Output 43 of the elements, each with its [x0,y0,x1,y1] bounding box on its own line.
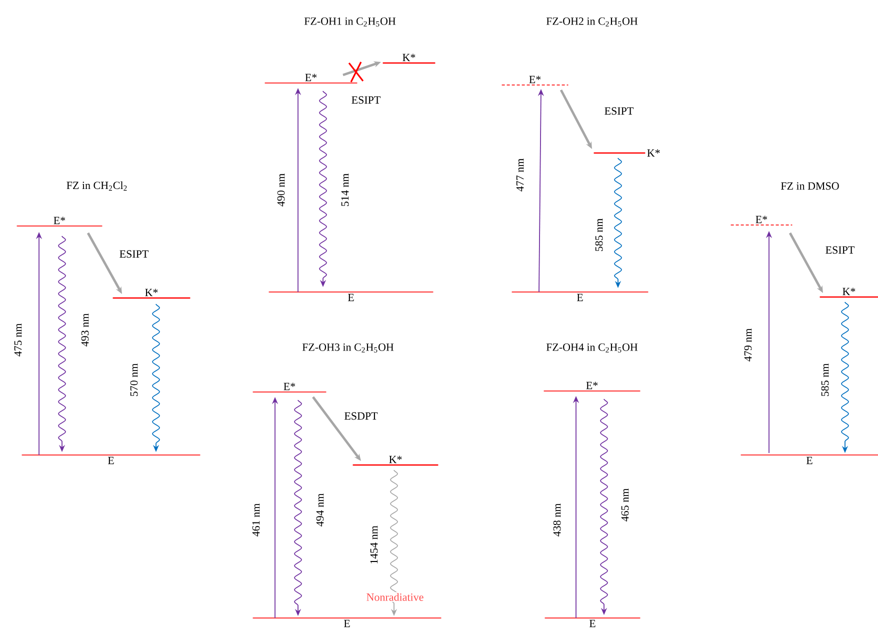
edge-label: 490 nm [276,172,286,208]
panel-title: FZ in CH$_{2}$Cl$_{2}$ [66,181,127,191]
panel-title: FZ-OH1 in C$_{2}$H$_{5}$OH [304,18,396,26]
edge-label: 570 nm [129,362,139,398]
energy-level: K* [352,456,438,466]
edge-label: 479 nm [743,327,753,363]
edge-label: 465 nm [620,487,630,523]
energy-level: E* [544,382,640,392]
edge-label: 477 nm [515,157,525,193]
energy-level: E [544,617,640,628]
energy-level: K* [112,288,190,299]
edge-label: ESIPT [118,249,150,259]
energy-level: E* [502,76,568,86]
energy-level: K* [820,288,878,298]
panel-title: FZ in DMSO [780,182,839,190]
edge-label: 461 nm [251,502,261,538]
note-label: Nonradiative [365,592,425,602]
edge-label: ESIPT [824,245,856,255]
energy-level: E [512,291,648,302]
energy-level: E* [16,216,102,227]
energy-level: E* [264,74,358,84]
edge-label: 585 nm [820,362,830,398]
edge-label: 514 nm [340,172,350,208]
edge-label: 494 nm [315,492,325,528]
edge-label: 438 nm [552,502,562,538]
energy-level: E [22,454,200,464]
edge-label: 493 nm [80,312,90,348]
panel-title: FZ-OH2 in C$_{2}$H$_{5}$OH [546,18,638,26]
energy-level: E [268,291,434,302]
energy-level: E* [730,216,792,226]
edge-label: ESIPT [350,95,382,105]
edge-label: 475 nm [13,322,23,358]
edge-label: 1454 nm [369,524,379,566]
edge-label: ESDPT [343,411,379,421]
energy-level: K* [594,149,660,157]
energy-level: K* [382,54,436,64]
edge-label: 585 nm [594,217,604,253]
energy-level: E* [252,382,326,393]
panel-title: FZ-OH4 in C$_{2}$H$_{5}$OH [546,344,638,352]
energy-level: E [740,454,878,464]
edge-label: ESIPT [603,106,635,116]
panel-title: FZ-OH3 in C$_{2}$H$_{5}$OH [302,344,394,352]
energy-level: E [252,617,442,628]
